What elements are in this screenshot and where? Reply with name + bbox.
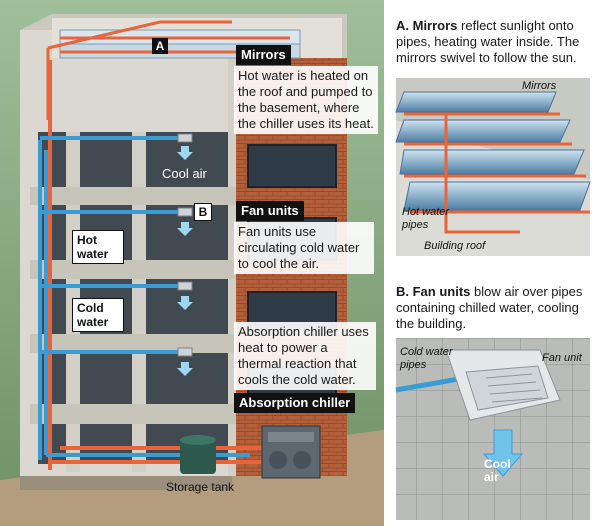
storage-tank: [180, 435, 216, 474]
fan-units-description: Fan units use circulating cold water to …: [234, 222, 374, 274]
panel-b-illustration: [395, 338, 590, 520]
fan-units-tag: Fan units: [236, 201, 304, 221]
panel-a-mirrors-label: Mirrors: [522, 80, 557, 92]
panel-b-title: B. Fan units: [396, 284, 471, 299]
cold-water-label: Cold water: [72, 298, 124, 332]
panel-b-cool-air-label: Cool air: [484, 457, 511, 484]
floor-cold-pipes: [40, 136, 185, 354]
mirrors-tag: Mirrors: [236, 45, 291, 65]
panel-b-caption: B. Fan units blow air over pipes contain…: [396, 284, 590, 332]
callout-letter-b: B: [194, 203, 212, 221]
chiller-description: Absorption chiller uses heat to power a …: [234, 322, 376, 390]
panel-a-illustration: [395, 78, 591, 256]
cool-air-label: Cool air: [162, 166, 207, 181]
cool-air-arrows: [177, 146, 193, 376]
hot-water-label: Hot water: [72, 230, 124, 264]
panel-b-cold-water-pipes-label: Cold water pipes: [400, 346, 453, 371]
panel-a-body: reflect sunlight onto pipes, heating wat…: [396, 18, 580, 65]
mirrors-description: Hot water is heated on the roof and pump…: [234, 66, 378, 134]
riser-pipes: [38, 60, 52, 470]
storage-tank-label: Storage tank: [166, 480, 235, 494]
absorption-chiller: [261, 425, 321, 479]
panel-a-title: A. Mirrors: [396, 18, 458, 33]
panel-a-building-roof-label: Building roof: [424, 240, 486, 252]
callout-letter-a: A: [152, 38, 168, 54]
panel-a-caption: A. Mirrors reflect sunlight onto pipes, …: [396, 18, 590, 66]
absorption-chiller-tag: Absorption chiller: [234, 393, 356, 413]
building-fan-units: [177, 133, 193, 357]
panel-b-body: blow air over pipes containing chilled w…: [396, 284, 583, 331]
panel-a-hot-water-pipes-label: Hot water pipes: [402, 206, 450, 231]
panel-b-fan-unit-label: Fan unit: [542, 352, 582, 364]
